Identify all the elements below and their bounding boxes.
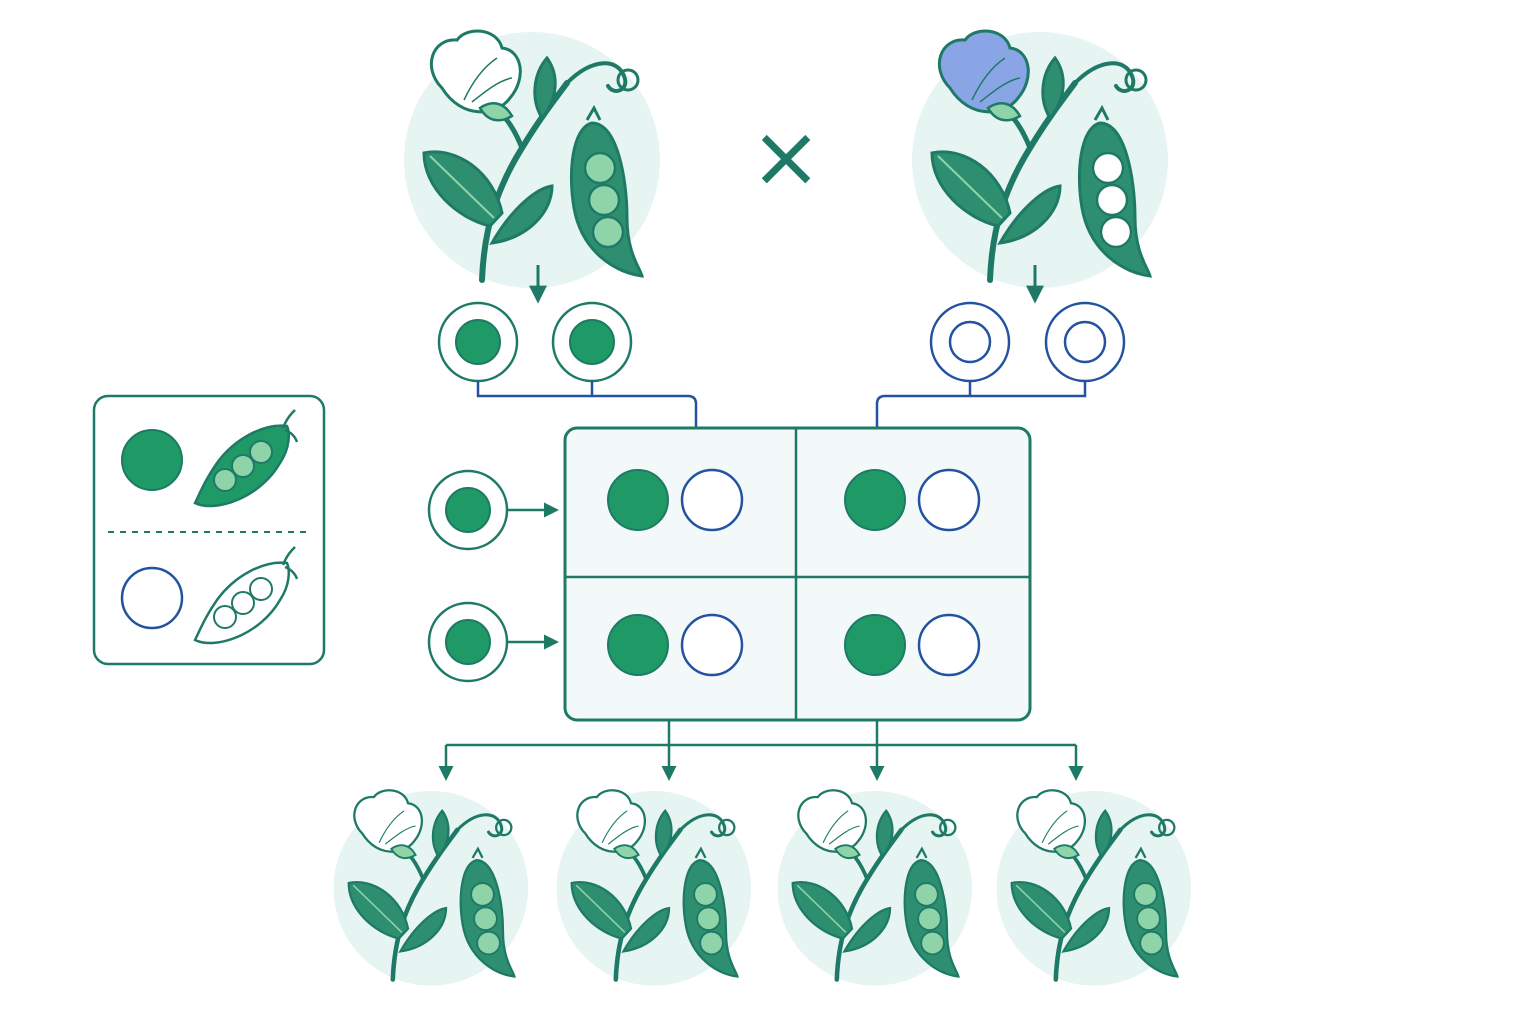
legend-allele-white: [120, 566, 184, 630]
parent-1-gamete: [551, 301, 633, 383]
cell-allele-1: [607, 614, 669, 676]
punnett-cell: [607, 468, 744, 532]
parent-2-gamete: [1044, 301, 1126, 383]
cell-allele-1: [844, 469, 906, 531]
green-peas: [1133, 882, 1164, 956]
connector-parent-1: [476, 381, 698, 428]
parent-2-gamete: [929, 301, 1011, 383]
punnett-cell: [844, 613, 981, 677]
row-gamete: [427, 601, 509, 683]
white-flower: [576, 789, 646, 860]
cell-allele-1: [607, 469, 669, 531]
legend-green-pod-icon: [193, 409, 299, 508]
white-flower: [797, 789, 867, 860]
cell-allele-2: [917, 468, 981, 532]
blue-flower: [937, 29, 1030, 122]
legend-white-pod-icon: [193, 546, 299, 645]
white-flower: [429, 29, 522, 122]
cell-allele-2: [680, 468, 744, 532]
offspring-plant: [557, 790, 752, 985]
cell-allele-2: [917, 613, 981, 677]
white-flower: [1016, 789, 1086, 860]
green-peas: [914, 882, 945, 956]
parent-1-gamete: [437, 301, 519, 383]
punnett-cell: [844, 468, 981, 532]
punnett-cell: [607, 613, 744, 677]
white-flower: [353, 789, 423, 860]
green-peas: [470, 882, 501, 956]
offspring-plant: [334, 790, 529, 985]
offspring-plant: [997, 790, 1192, 985]
cell-allele-1: [844, 614, 906, 676]
parent-plant-recessive: [912, 31, 1168, 288]
cell-allele-2: [680, 613, 744, 677]
legend-allele-green: [121, 429, 183, 491]
offspring-plant: [778, 790, 973, 985]
green-peas: [583, 151, 625, 249]
parent-plant-dominant: [404, 31, 660, 288]
connector-parent-2: [875, 381, 1087, 428]
white-peas: [1091, 151, 1133, 249]
cross-symbol: ×: [750, 107, 822, 207]
green-peas: [693, 882, 724, 956]
row-gamete: [427, 469, 509, 551]
